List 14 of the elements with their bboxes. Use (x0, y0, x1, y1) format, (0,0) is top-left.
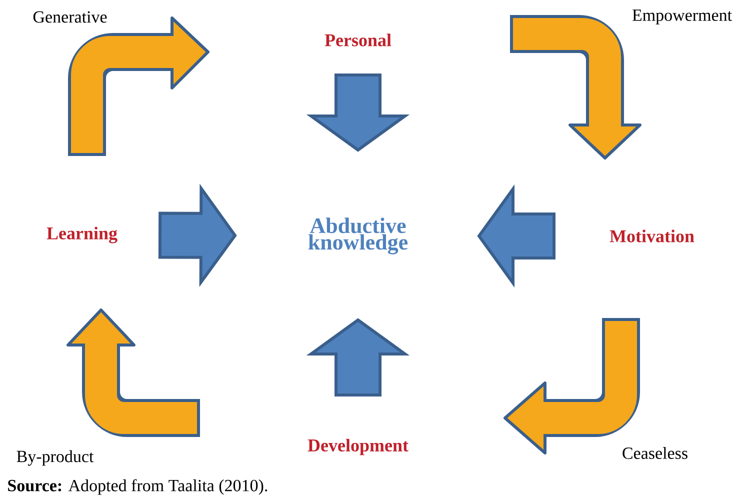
block-arrow (158, 184, 237, 288)
block-arrow (477, 184, 556, 288)
block-arrow (306, 318, 410, 396)
node-label: Learning (46, 226, 118, 244)
corner-label: By-product (16, 450, 94, 466)
caption: Source: Adopted from Taalita (2010). (8, 479, 268, 495)
corner-label: Ceaseless (622, 447, 688, 459)
block-arrow (306, 74, 410, 152)
node-label: Development (308, 438, 408, 456)
corner-label: Generative (33, 11, 107, 23)
node-label: Personal (324, 34, 392, 46)
node-label: Abductive knowledge (308, 218, 408, 254)
corner-label: Empowerment (632, 10, 732, 24)
node-label: Motivation (610, 230, 694, 242)
